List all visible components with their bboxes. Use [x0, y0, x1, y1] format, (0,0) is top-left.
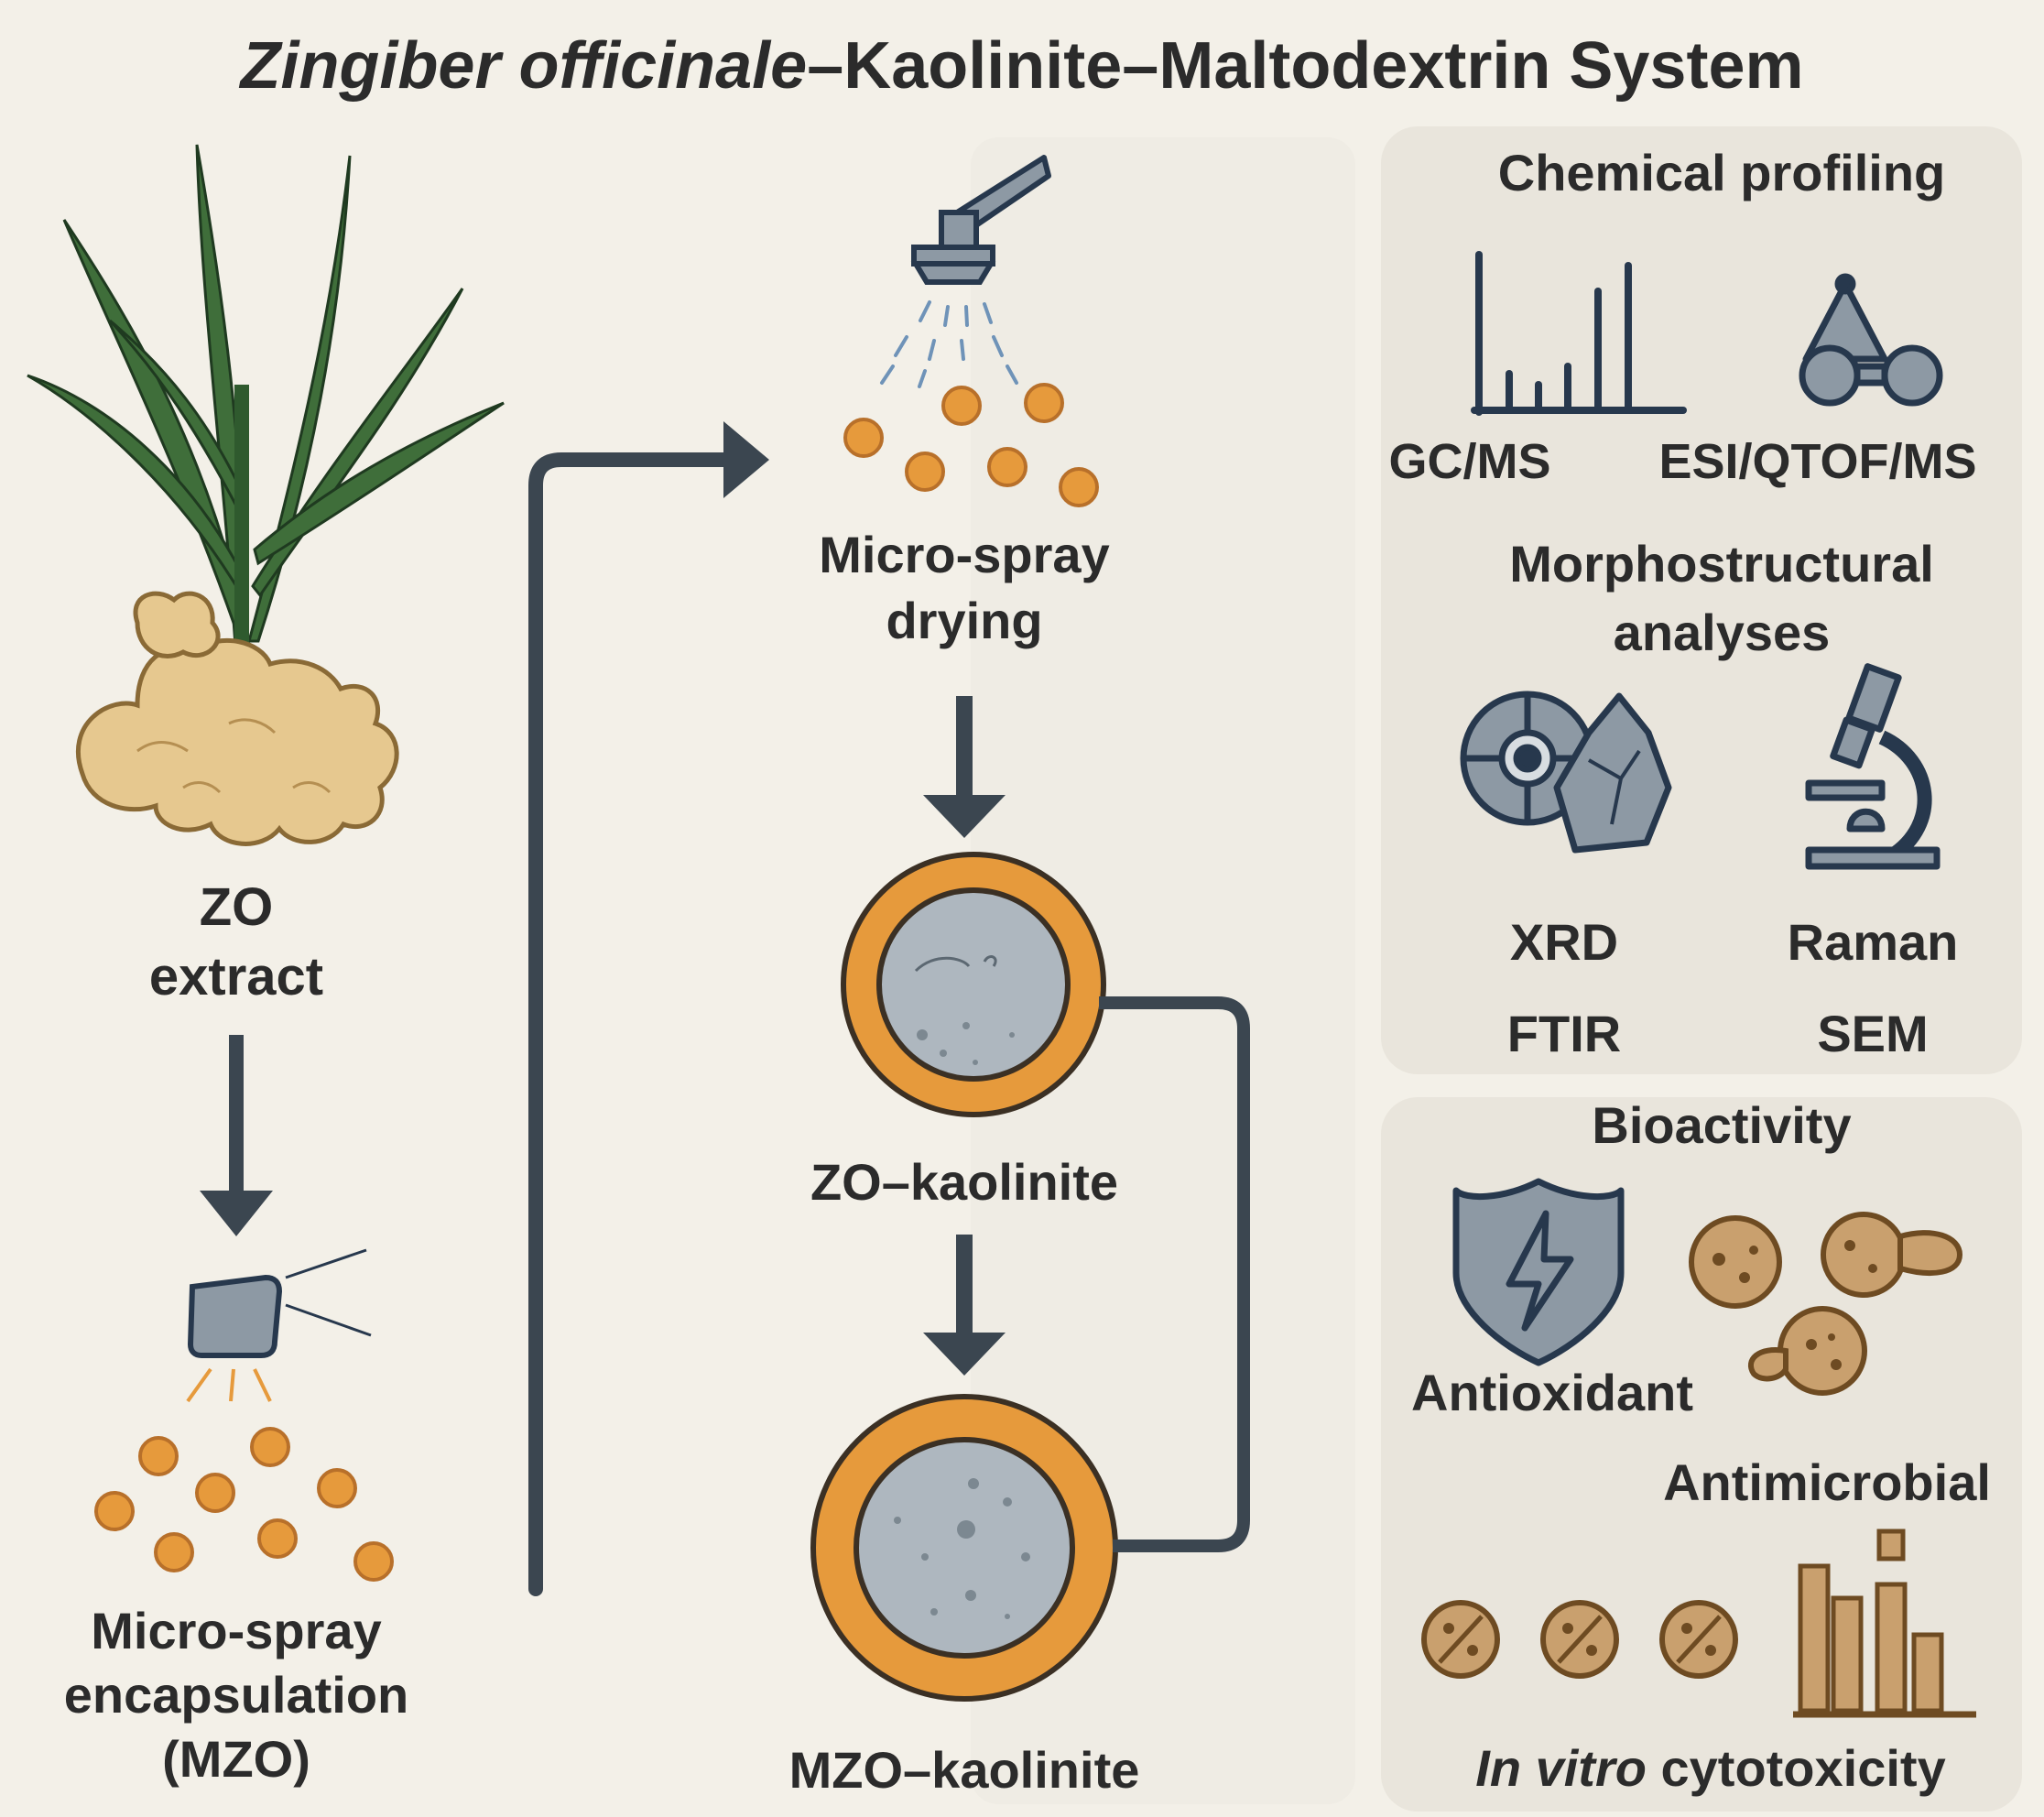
morpho-title-2: analyses	[1614, 604, 1831, 661]
connector-arrow-up	[528, 452, 731, 1596]
left-down-arrow	[200, 1035, 273, 1236]
mzo-kaolinite-particle-icon	[810, 1394, 1118, 1702]
raman-label: Raman	[1788, 913, 1959, 971]
chemical-profiling-title: Chemical profiling	[1498, 144, 1946, 201]
microbe-cluster-icon	[1689, 1212, 1963, 1396]
shield-icon	[1452, 1178, 1625, 1366]
center-down-arrow-1	[923, 696, 1006, 838]
page-title: Zingiber officinale–Kaolinite–Maltodextr…	[238, 29, 1803, 103]
title-rest: –Kaolinite–Maltodextrin System	[807, 29, 1803, 103]
sem-label: SEM	[1817, 1005, 1928, 1062]
antimicrobial-label: Antimicrobial	[1663, 1453, 1991, 1511]
chromatogram-icon	[1471, 251, 1687, 416]
zo-extract-label-2: extract	[149, 947, 323, 1006]
mass-spec-icon	[1799, 273, 1943, 407]
antioxidant-label: Antioxidant	[1411, 1364, 1693, 1421]
zo-kaolinite-label: ZO–kaolinite	[810, 1153, 1118, 1211]
mzo-kaolinite-label: MZO–kaolinite	[789, 1741, 1140, 1799]
spray-dryer-nozzle-icon	[910, 155, 1051, 285]
spray-droplets	[880, 300, 1018, 388]
bracket-connector	[1099, 996, 1250, 1552]
center-bg-panel	[971, 137, 1355, 1804]
zo-kaolinite-particle-icon	[841, 852, 1106, 1117]
drying-label-2: drying	[886, 592, 1042, 649]
encapsulation-label-3: (MZO)	[162, 1730, 310, 1788]
diffraction-icon	[1460, 691, 1672, 854]
zo-extract-label-1: ZO	[200, 877, 274, 937]
cytotoxicity-bar-icon	[1793, 1529, 1976, 1718]
esi-qtof-label: ESI/QTOF/MS	[1658, 434, 1976, 489]
gcms-label: GC/MS	[1388, 434, 1550, 489]
microscope-icon	[1805, 663, 1941, 870]
drying-label-1: Micro-spray	[819, 526, 1109, 583]
ftir-label: FTIR	[1507, 1005, 1621, 1062]
cytotoxicity-italic: In vitro	[1475, 1739, 1647, 1797]
ginger-plant-icon	[27, 144, 505, 846]
morpho-title-1: Morphostructural	[1509, 535, 1934, 593]
inhibited-cells-icon	[1421, 1600, 1738, 1679]
encapsulation-label-2: encapsulation	[64, 1666, 409, 1724]
connector-arrowhead	[723, 421, 769, 498]
encapsulated-particles	[94, 1427, 394, 1582]
title-italic: Zingiber officinale	[238, 29, 807, 103]
spray-nozzle-icon	[186, 1248, 372, 1403]
cytotoxicity-rest: cytotoxicity	[1647, 1739, 1946, 1797]
encapsulation-label-1: Micro-spray	[91, 1602, 381, 1659]
center-down-arrow-2	[923, 1235, 1006, 1376]
xrd-label: XRD	[1510, 913, 1618, 971]
cytotoxicity-label: In vitro cytotoxicity	[1475, 1739, 1945, 1797]
bioactivity-title: Bioactivity	[1592, 1096, 1851, 1154]
dried-particles	[843, 383, 1099, 507]
